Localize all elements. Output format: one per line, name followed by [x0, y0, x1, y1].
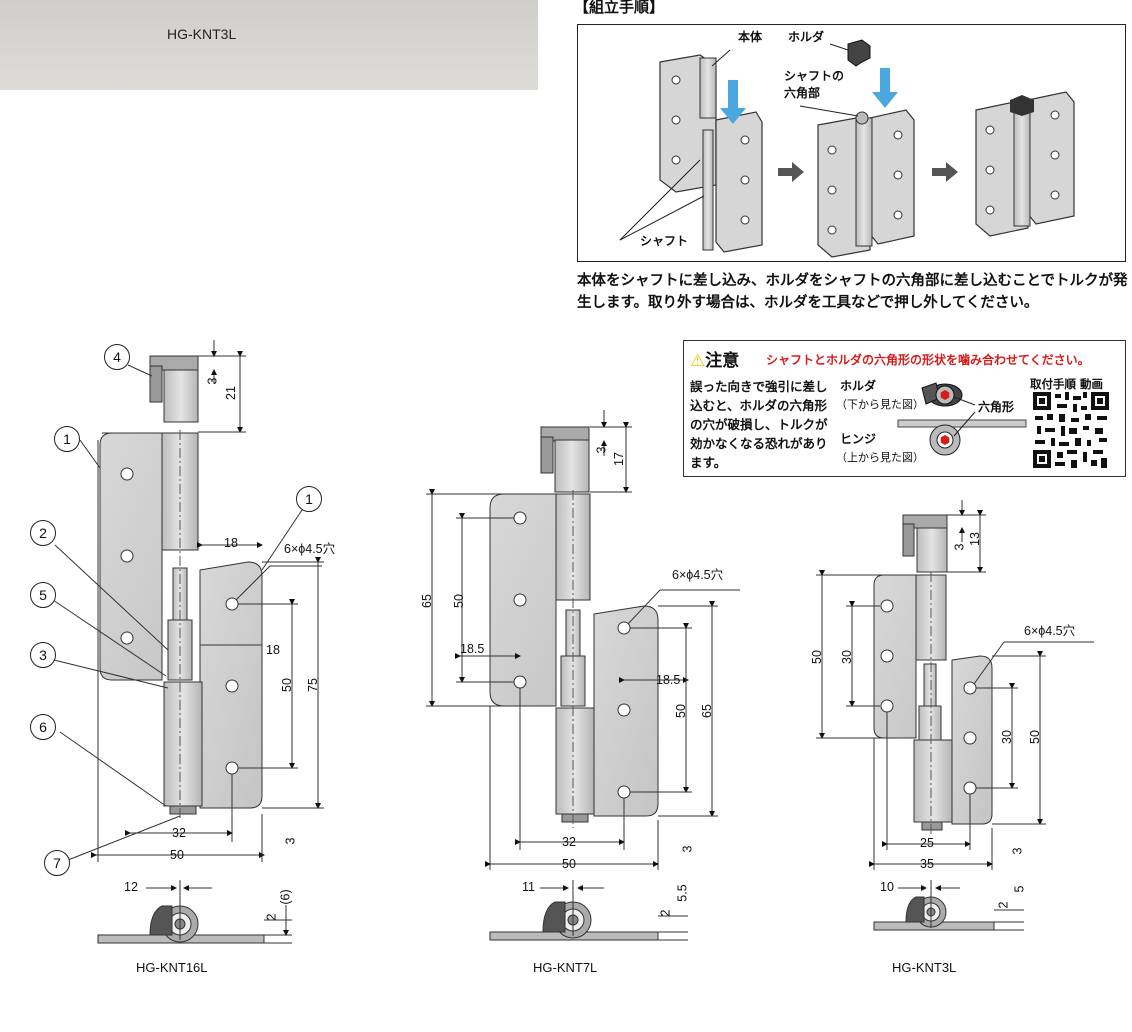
drawing-hg-knt3l — [816, 500, 1094, 931]
dim-30-right: 30 — [999, 730, 1014, 744]
dim-25: 25 — [920, 836, 934, 850]
dim-holes-3: 6×ϕ4.5穴 — [1024, 624, 1076, 638]
dim-5-5: 5.5 — [675, 884, 690, 902]
caution-holder-sub: （下から見た図） — [836, 398, 924, 411]
dim-50-width: 50 — [170, 848, 184, 862]
dim-35: 35 — [920, 857, 934, 871]
caution-heading: ⚠注意 — [690, 351, 740, 371]
dim-50-width-2: 50 — [562, 857, 576, 871]
drawing-hg-knt16l — [91, 340, 324, 944]
dim-50-left-3: 50 — [809, 650, 824, 664]
label-shaft: シャフト — [640, 234, 689, 248]
photo-caption: HG-KNT3L — [167, 26, 237, 42]
dim-3-top-2: 3 — [594, 446, 609, 454]
dim-65-left: 65 — [419, 594, 434, 608]
qr-code — [1033, 392, 1109, 468]
dim-3-top: 3 — [205, 377, 220, 385]
assembly-step-1 — [619, 39, 898, 253]
callout-6: 6 — [30, 714, 56, 740]
callout-1b: 1 — [296, 486, 322, 512]
drawing-hg-knt7l — [426, 410, 740, 941]
dim-50-right-3: 50 — [1027, 730, 1042, 744]
qr-video-label: 取付手順 動画 — [1030, 377, 1104, 391]
caution-diagram — [897, 382, 1027, 456]
model-label-1: HG-KNT16L — [136, 960, 208, 975]
dim-18-mid: 18 — [266, 643, 280, 657]
dim-21: 21 — [223, 386, 238, 400]
dim-5: 5 — [1012, 885, 1027, 893]
dim-3-top-3: 3 — [952, 543, 967, 551]
callout-4: 4 — [104, 344, 130, 370]
caution-hexagon-label: 六角形 — [978, 400, 1015, 414]
dim-17: 17 — [611, 452, 626, 466]
caution-body: 誤った向きで強引に差し込むと、ホルダの六角形の穴が破損し、トルクが効かなくなる恐… — [690, 379, 828, 470]
dim-32-2: 32 — [562, 835, 576, 849]
dim-50-left: 50 — [451, 594, 466, 608]
dim-3-bottom-3: 3 — [1010, 847, 1025, 855]
dim-75: 75 — [305, 678, 320, 692]
dim-3-bottom: 3 — [283, 837, 298, 845]
dim-11: 11 — [522, 880, 535, 894]
dim-18-5-left: 18.5 — [460, 642, 485, 656]
assembly-description: 本体をシャフトに差し込み、ホルダをシャフトの六角部に差し込むことでトルクが発生し… — [577, 273, 1128, 311]
dim-18-top: 18 — [224, 536, 238, 550]
dim-65-right: 65 — [699, 704, 714, 718]
assembly-step-2 — [799, 105, 915, 258]
dim-32: 32 — [172, 826, 186, 840]
dim-13: 13 — [967, 532, 982, 546]
label-body: 本体 — [738, 30, 763, 44]
callout-5: 5 — [30, 582, 56, 608]
dim-2-3: 2 — [996, 901, 1011, 909]
callout-2: 2 — [30, 520, 56, 546]
model-label-2: HG-KNT7L — [533, 960, 598, 975]
dim-2-2: 2 — [658, 909, 673, 917]
dim-3-bottom-2: 3 — [680, 845, 695, 853]
dim-12: 12 — [124, 880, 138, 894]
caution-holder-label: ホルダ — [840, 379, 877, 393]
label-hex-part: シャフトの 六角部 — [784, 69, 845, 100]
callout-7: 7 — [44, 850, 70, 876]
caution-hinge-sub: （上から見た図） — [836, 451, 924, 464]
dim-50-right-2: 50 — [673, 704, 688, 718]
assembly-step-3 — [975, 91, 1075, 237]
dim-30-left: 30 — [839, 650, 854, 664]
callout-1: 1 — [54, 426, 80, 452]
label-holder: ホルダ — [788, 30, 825, 44]
dim-holes: 6×ϕ4.5穴 — [284, 542, 336, 556]
dim-6: (6) — [278, 889, 293, 905]
dim-2: 2 — [264, 913, 279, 921]
warning-icon: ⚠ — [690, 351, 706, 371]
assembly-title: 【組立手順】 — [574, 0, 665, 16]
callout-3: 3 — [30, 642, 56, 668]
caution-red-text: シャフトとホルダの六角形の形状を噛み合わせてください。 — [766, 353, 1090, 367]
dim-10: 10 — [880, 880, 894, 894]
callout-leaders — [52, 364, 303, 861]
dim-holes-2: 6×ϕ4.5穴 — [672, 568, 724, 582]
model-label-3: HG-KNT3L — [892, 960, 957, 975]
caution-hinge-label: ヒンジ — [840, 432, 877, 446]
dim-18-5-right: 18.5 — [656, 673, 681, 687]
dim-50-vert: 50 — [279, 678, 294, 692]
product-photo: HG-KNT3L — [0, 0, 538, 90]
